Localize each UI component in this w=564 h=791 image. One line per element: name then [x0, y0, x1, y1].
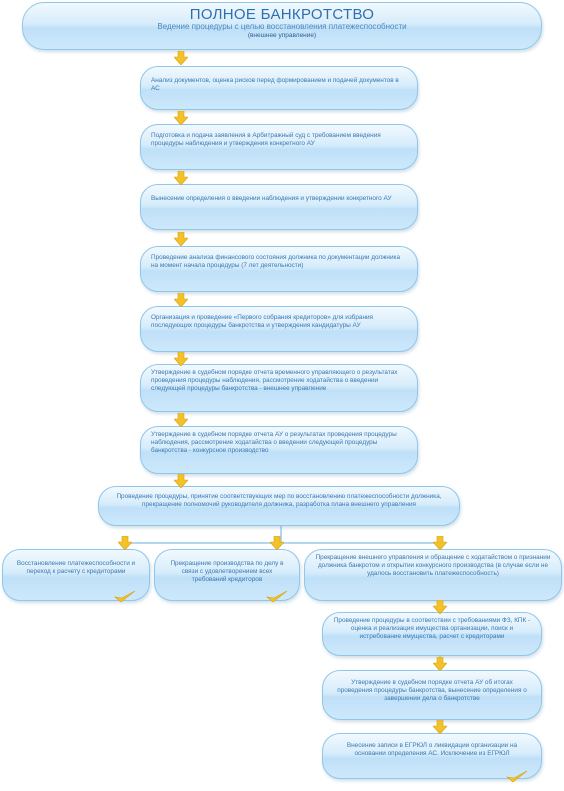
substep-3-text: Внесение записи в ЕГРЮЛ о ликвидации орг… — [346, 742, 518, 757]
step-7-text: Утверждение в судебном порядке отчета АУ… — [151, 431, 397, 454]
substep-3-box: Внесение записи в ЕГРЮЛ о ликвидации орг… — [322, 733, 542, 779]
diagram-note: (внешнее управление) — [247, 32, 317, 39]
step-8-text: Проведение процедуры, принятие соответст… — [116, 493, 442, 508]
arrow-down-icon — [433, 600, 447, 614]
checkmark-icon — [266, 590, 288, 603]
step-6-box: Утверждение в судебном порядке отчета вр… — [140, 364, 418, 412]
arrow-down-icon — [174, 352, 188, 366]
branch-3-text: Прекращение внешнего управления и обраще… — [315, 554, 551, 577]
step-2-box: Подготовка и подача заявления в Арбитраж… — [140, 124, 418, 170]
step-1-text: Анализ документов, оценка рисков перед ф… — [151, 77, 399, 92]
step-2-text: Подготовка и подача заявления в Арбитраж… — [151, 132, 381, 147]
branch-3-box: Прекращение внешнего управления и обраще… — [304, 549, 562, 601]
step-5-text: Организация и проведение «Первого собран… — [151, 314, 374, 329]
arrow-down-icon — [174, 171, 188, 185]
arrow-down-icon — [118, 536, 132, 550]
substep-1-box: Проведение процедуры в соответствии с тр… — [322, 612, 542, 656]
arrow-down-icon — [433, 536, 447, 550]
step-1-box: Анализ документов, оценка рисков перед ф… — [140, 66, 418, 110]
branch-2-box: Прекращение производства по делу в связи… — [154, 549, 300, 601]
arrow-down-icon — [174, 51, 188, 65]
substep-2-box: Утверждение в судебном порядке отчета АУ… — [322, 670, 542, 720]
step-8-box: Проведение процедуры, принятие соответст… — [98, 486, 460, 526]
substep-2-text: Утверждение в судебном порядке отчета АУ… — [337, 679, 527, 702]
arrow-down-icon — [174, 232, 188, 246]
step-3-text: Вынесение определения о введении наблюде… — [151, 195, 392, 202]
substep-1-text: Проведение процедуры в соответствии с тр… — [333, 617, 531, 640]
branch-2-text: Прекращение производства по делу в связи… — [170, 560, 284, 583]
step-7-box: Утверждение в судебном порядке отчета АУ… — [140, 426, 418, 474]
arrow-down-icon — [433, 657, 447, 671]
checkmark-icon — [114, 590, 136, 603]
step-3-box: Вынесение определения о введении наблюде… — [140, 184, 418, 230]
diagram-subtitle: Ведение процедуры с целью восстановления… — [157, 22, 407, 31]
checkmark-icon — [506, 770, 528, 783]
step-5-box: Организация и проведение «Первого собран… — [140, 306, 418, 352]
arrow-down-icon — [174, 474, 188, 488]
step-4-text: Проведение анализа финансового состояния… — [151, 254, 401, 269]
arrow-down-icon — [270, 536, 284, 550]
branch-1-box: Восстановление платежеспособности и пере… — [2, 549, 150, 601]
arrow-down-icon — [433, 720, 447, 734]
diagram-title: ПОЛНОЕ БАНКРОТСТВО — [189, 6, 375, 23]
step-4-box: Проведение анализа финансового состояния… — [140, 246, 418, 292]
title-box: ПОЛНОЕ БАНКРОТСТВО Ведение процедуры с ц… — [22, 2, 542, 50]
branch-1-text: Восстановление платежеспособности и пере… — [16, 560, 136, 575]
arrow-down-icon — [174, 293, 188, 307]
arrow-down-icon — [174, 413, 188, 427]
arrow-down-icon — [174, 111, 188, 125]
step-6-text: Утверждение в судебном порядке отчета вр… — [151, 369, 398, 392]
